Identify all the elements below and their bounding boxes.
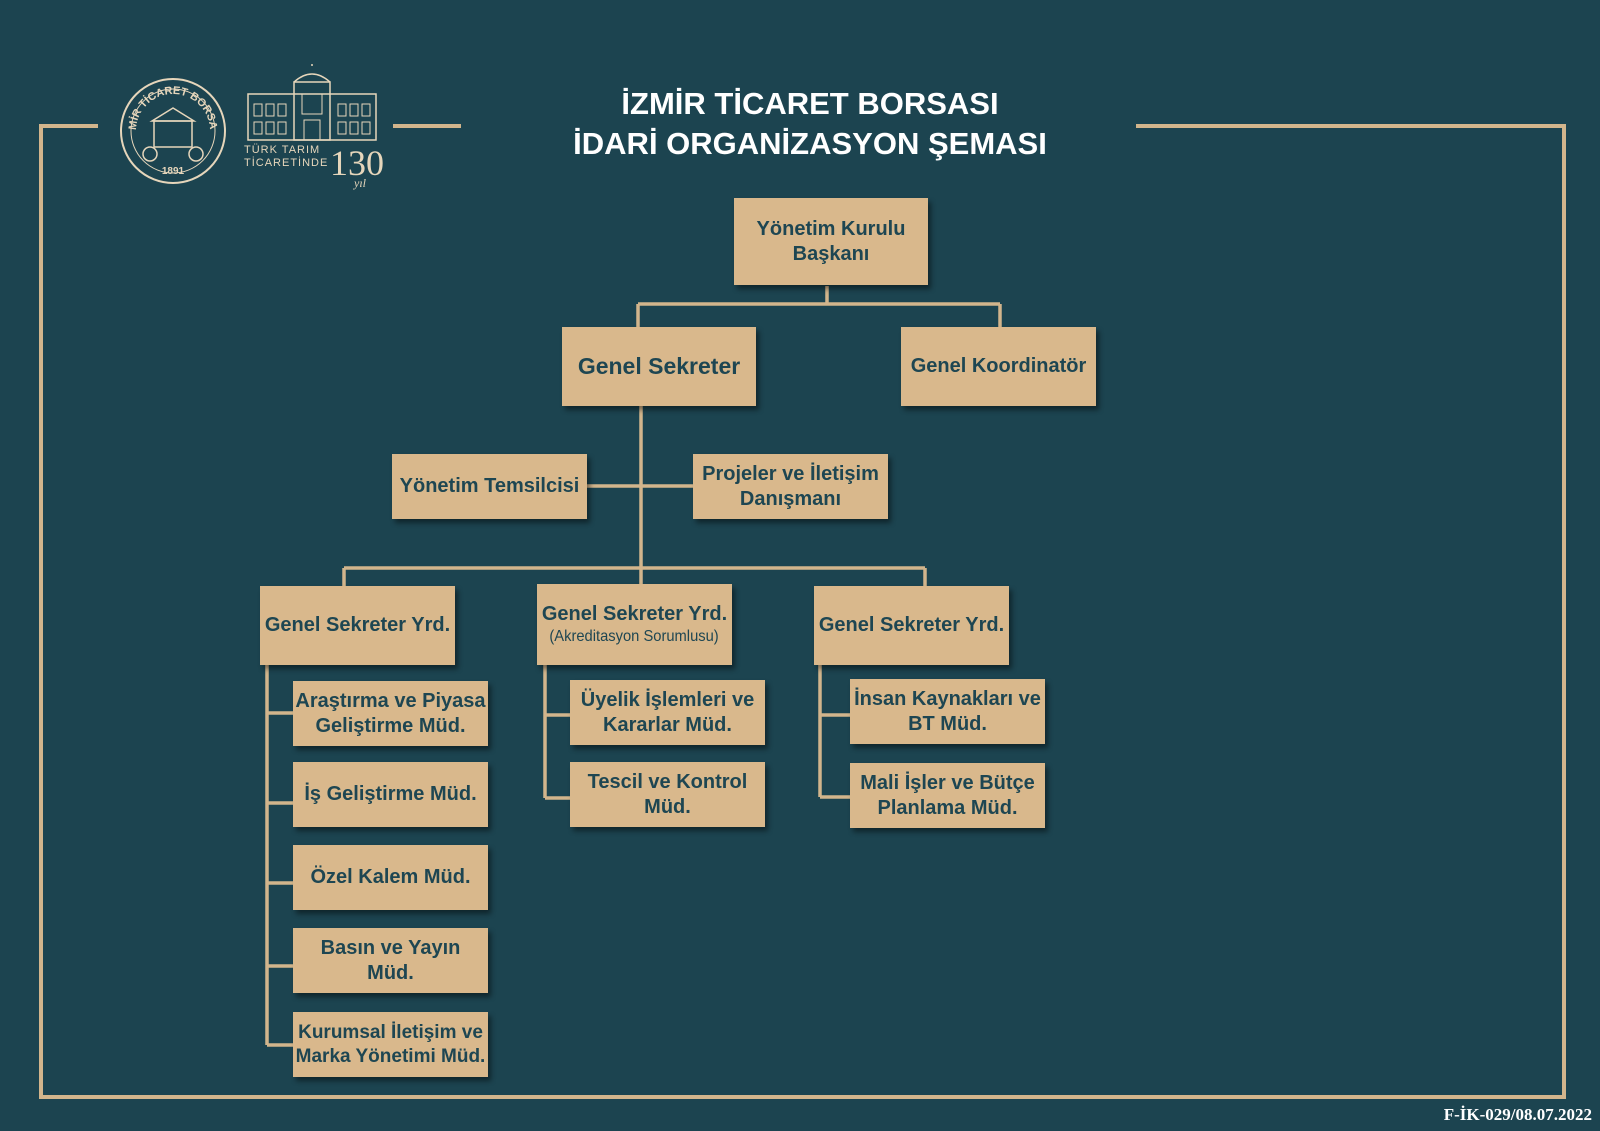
title-line1: İZMİR TİCARET BORSASI [621,86,999,121]
seal-year: 1891 [162,166,185,177]
node-label: Genel Sekreter Yrd. [818,614,1005,636]
node-label: Projeler ve İletişim Danışmanı [702,462,879,510]
node-label: Kurumsal İletişim ve Marka Yönetimi Müd. [295,1021,486,1067]
page-title: İZMİR TİCARET BORSASI İDARİ ORGANİZASYON… [490,84,1130,164]
node-label: Yönetim Kurulu Başkanı [756,217,906,265]
node-label: Basın ve Yayın Müd. [320,936,461,984]
node-general-secretary: Genel Sekreter [562,327,756,406]
node-deputy-secretary-middle: Genel Sekreter Yrd. (Akreditasyon Soruml… [537,584,732,665]
building-logo [247,64,377,141]
node-mid-unit-2: Tescil ve Kontrol Müd. [570,762,765,827]
node-left-unit-4: Basın ve Yayın Müd. [293,928,488,993]
node-left-unit-3: Özel Kalem Müd. [293,845,488,910]
tagline-line1: TÜRK TARIM [244,144,321,156]
node-label: Mali İşler ve Bütçe Planlama Müd. [860,771,1035,819]
tagline-line2: TİCARETİNDE [244,157,329,169]
form-code: F-İK-029/08.07.2022 [1443,1105,1592,1124]
node-label: Genel Sekreter Yrd. [541,603,728,625]
node-label: Özel Kalem Müd. [310,866,471,888]
node-left-unit-2: İş Geliştirme Müd. [293,762,488,827]
node-deputy-secretary-right: Genel Sekreter Yrd. [814,586,1009,665]
node-right-unit-2: Mali İşler ve Bütçe Planlama Müd. [850,763,1045,828]
node-label: İş Geliştirme Müd. [304,783,477,805]
connector-lines [265,286,1002,1047]
title-line2: İDARİ ORGANİZASYON ŞEMASI [573,126,1047,161]
node-label: Tescil ve Kontrol Müd. [587,770,748,818]
node-deputy-secretary-left: Genel Sekreter Yrd. [260,586,455,665]
node-label: Genel Koordinatör [910,355,1087,377]
node-label: Genel Sekreter Yrd. [264,614,451,636]
node-left-unit-1: Araştırma ve Piyasa Geliştirme Müd. [293,681,488,746]
anniversary-suffix: yıl [354,176,366,190]
chamber-seal-logo: İZMİR TİCARET BORSASI 1891 [118,76,226,184]
svg-text:İZMİR TİCARET BORSASI: İZMİR TİCARET BORSASI [118,76,219,131]
node-projects-communication-advisor: Projeler ve İletişim Danışmanı [693,454,888,519]
node-label: Yönetim Temsilcisi [399,475,580,497]
outer-frame [39,124,1566,1099]
node-label: Üyelik İşlemleri ve Kararlar Müd. [580,688,755,736]
logo-tagline: TÜRK TARIM TİCARETİNDE [244,144,328,170]
node-president: Yönetim Kurulu Başkanı [734,198,928,285]
node-note: (Akreditasyon Sorumlusu) [549,628,720,645]
node-right-unit-1: İnsan Kaynakları ve BT Müd. [850,679,1045,744]
node-mid-unit-1: Üyelik İşlemleri ve Kararlar Müd. [570,680,765,745]
anniversary-number: 130 [330,143,384,183]
seal-text: İZMİR TİCARET BORSASI [118,76,219,131]
node-label: Araştırma ve Piyasa Geliştirme Müd. [295,689,486,737]
node-general-coordinator: Genel Koordinatör [901,327,1096,406]
node-management-representative: Yönetim Temsilcisi [392,454,587,519]
node-label: İnsan Kaynakları ve BT Müd. [854,687,1041,735]
node-label: Genel Sekreter [577,353,741,380]
node-left-unit-5: Kurumsal İletişim ve Marka Yönetimi Müd. [293,1012,488,1077]
